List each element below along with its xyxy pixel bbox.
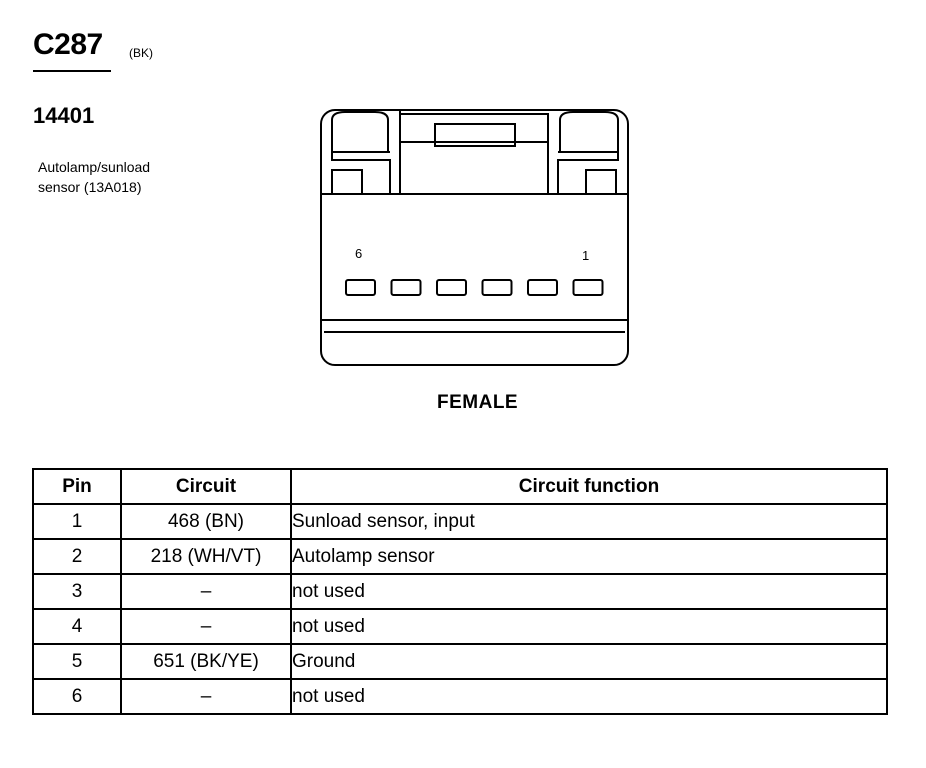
connector-color-code: (BK) [129, 46, 153, 60]
table-row: 5 651 (BK/YE) Ground [32, 643, 888, 680]
table-row: 6 – not used [32, 678, 888, 715]
connector-gender-label: FEMALE [437, 392, 519, 413]
part-number: 14401 [33, 103, 95, 128]
pin-cavity-6 [345, 279, 376, 296]
pin-cavity-5 [390, 279, 422, 296]
table-row: 1 468 (BN) Sunload sensor, input [32, 503, 888, 540]
component-description: Autolamp/sunload sensor (13A018) [38, 157, 150, 197]
connector-face-diagram: 6 1 [320, 109, 629, 366]
pin-cavity-3 [481, 279, 513, 296]
header-circuit: Circuit [120, 468, 292, 505]
cell-function: not used [290, 678, 888, 715]
cell-function: Autolamp sensor [290, 538, 888, 575]
pin-cavity-4 [436, 279, 467, 296]
cell-circuit: – [120, 573, 292, 610]
cell-pin: 2 [32, 538, 122, 575]
cell-pin: 5 [32, 643, 122, 680]
table-header-row: Pin Circuit Circuit function [32, 468, 888, 505]
table-row: 2 218 (WH/VT) Autolamp sensor [32, 538, 888, 575]
pin-label-right: 1 [582, 248, 589, 263]
cell-circuit: – [120, 678, 292, 715]
pin-label-left: 6 [355, 246, 362, 261]
connector-housing [320, 109, 629, 366]
cell-function: not used [290, 573, 888, 610]
cell-pin: 3 [32, 573, 122, 610]
pin-cavity-2 [527, 279, 558, 296]
cell-function: Sunload sensor, input [290, 503, 888, 540]
cell-function: Ground [290, 643, 888, 680]
pinout-table: Pin Circuit Circuit function 1 468 (BN) … [32, 468, 888, 715]
pin-cavity-1 [572, 279, 604, 296]
cell-pin: 6 [32, 678, 122, 715]
header-circuit-function: Circuit function [290, 468, 888, 505]
table-row: 4 – not used [32, 608, 888, 645]
description-line-1: Autolamp/sunload [38, 159, 151, 175]
cell-circuit: – [120, 608, 292, 645]
connector-id: C287 [33, 28, 103, 61]
header-pin: Pin [32, 468, 122, 505]
cell-pin: 4 [32, 608, 122, 645]
connector-id-underline [33, 70, 111, 72]
description-line-2: sensor (13A018) [38, 179, 142, 195]
pin-cavities [345, 279, 604, 296]
cell-circuit: 651 (BK/YE) [120, 643, 292, 680]
table-row: 3 – not used [32, 573, 888, 610]
cell-pin: 1 [32, 503, 122, 540]
cell-function: not used [290, 608, 888, 645]
cell-circuit: 468 (BN) [120, 503, 292, 540]
cell-circuit: 218 (WH/VT) [120, 538, 292, 575]
